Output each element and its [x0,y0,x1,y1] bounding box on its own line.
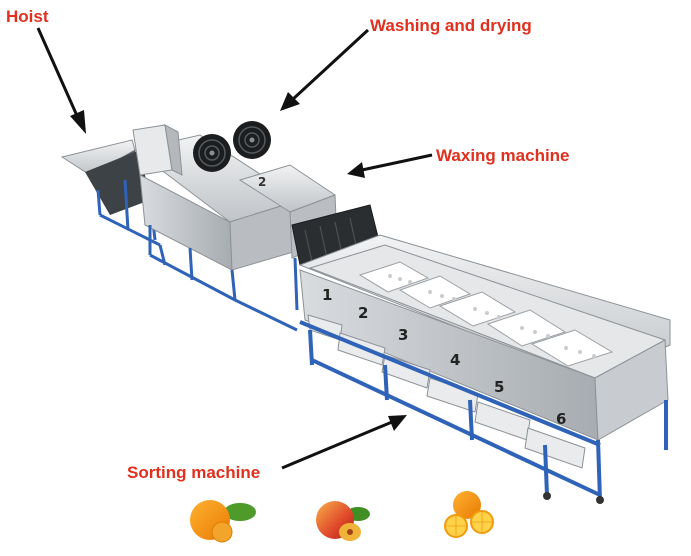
bin-number-5: 5 [494,378,504,396]
label-waxing-machine: Waxing machine [436,146,570,165]
arrow-waxing [347,153,433,178]
bin-number-6: 6 [556,410,566,428]
fan-right [233,121,271,159]
washing-drying-section [132,121,302,302]
bin-6 [524,427,586,469]
bin-number-3: 3 [398,326,408,344]
hoist-section [60,139,167,266]
label-washing-drying: Washing and drying [370,16,532,35]
arrow-washing-drying [280,28,370,111]
arrow-hoist [36,27,86,134]
fruit-orange [444,491,494,538]
label-hoist: Hoist [6,7,49,26]
fruit-tangerine [190,500,256,543]
bin-number-4: 4 [450,351,460,369]
fan-marking: 2 [258,175,266,189]
bin-number-2: 2 [358,304,368,322]
bin-3 [381,354,431,389]
fan-left [193,134,231,172]
sorting-section: 1 2 3 4 5 6 [298,234,671,504]
arrow-sorting [281,415,407,470]
bin-number-1: 1 [322,286,332,304]
fruit-peach [316,501,370,541]
label-sorting-machine: Sorting machine [127,463,261,482]
